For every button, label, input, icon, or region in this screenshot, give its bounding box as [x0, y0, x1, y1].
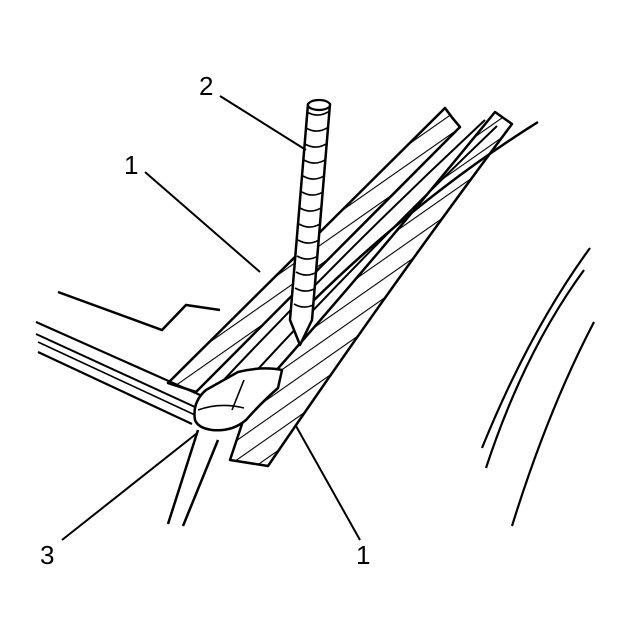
trim-rail-top: [35, 320, 201, 397]
tool-tip-end: [306, 98, 332, 112]
roof-panel-outline: [57, 290, 221, 332]
tool-wrap-bands: [293, 109, 330, 308]
glass-edge-line: [309, 120, 539, 305]
end-cap-detail: [197, 379, 245, 411]
trim-rail-bottom: [37, 351, 193, 425]
leader-line-1-lower: [295, 425, 361, 541]
pillar-line-right: [181, 439, 220, 527]
callout-label-panel-lower: 1: [356, 540, 371, 570]
trim-rail-mid2: [37, 341, 196, 416]
molding-end-cap: [193, 367, 284, 432]
pillar-line-left: [166, 429, 200, 525]
removal-tool: [288, 98, 332, 347]
callout-label-panel-upper: 1: [124, 150, 139, 180]
lower-molding-strip: [228, 110, 514, 468]
leader-line-1-upper: [144, 171, 261, 273]
glass-reflection-3: [510, 321, 595, 527]
callout-label-tool: 2: [199, 71, 214, 101]
glass-reflection-1: [480, 247, 591, 449]
glass-reflection-2: [484, 269, 585, 469]
trim-rail-mid: [35, 333, 196, 408]
callout-label-molding-end: 3: [40, 540, 55, 570]
channel-line-inner: [224, 125, 498, 406]
leader-line-3: [61, 433, 197, 541]
leader-line-2: [219, 95, 307, 151]
channel-line-outer: [204, 119, 486, 401]
